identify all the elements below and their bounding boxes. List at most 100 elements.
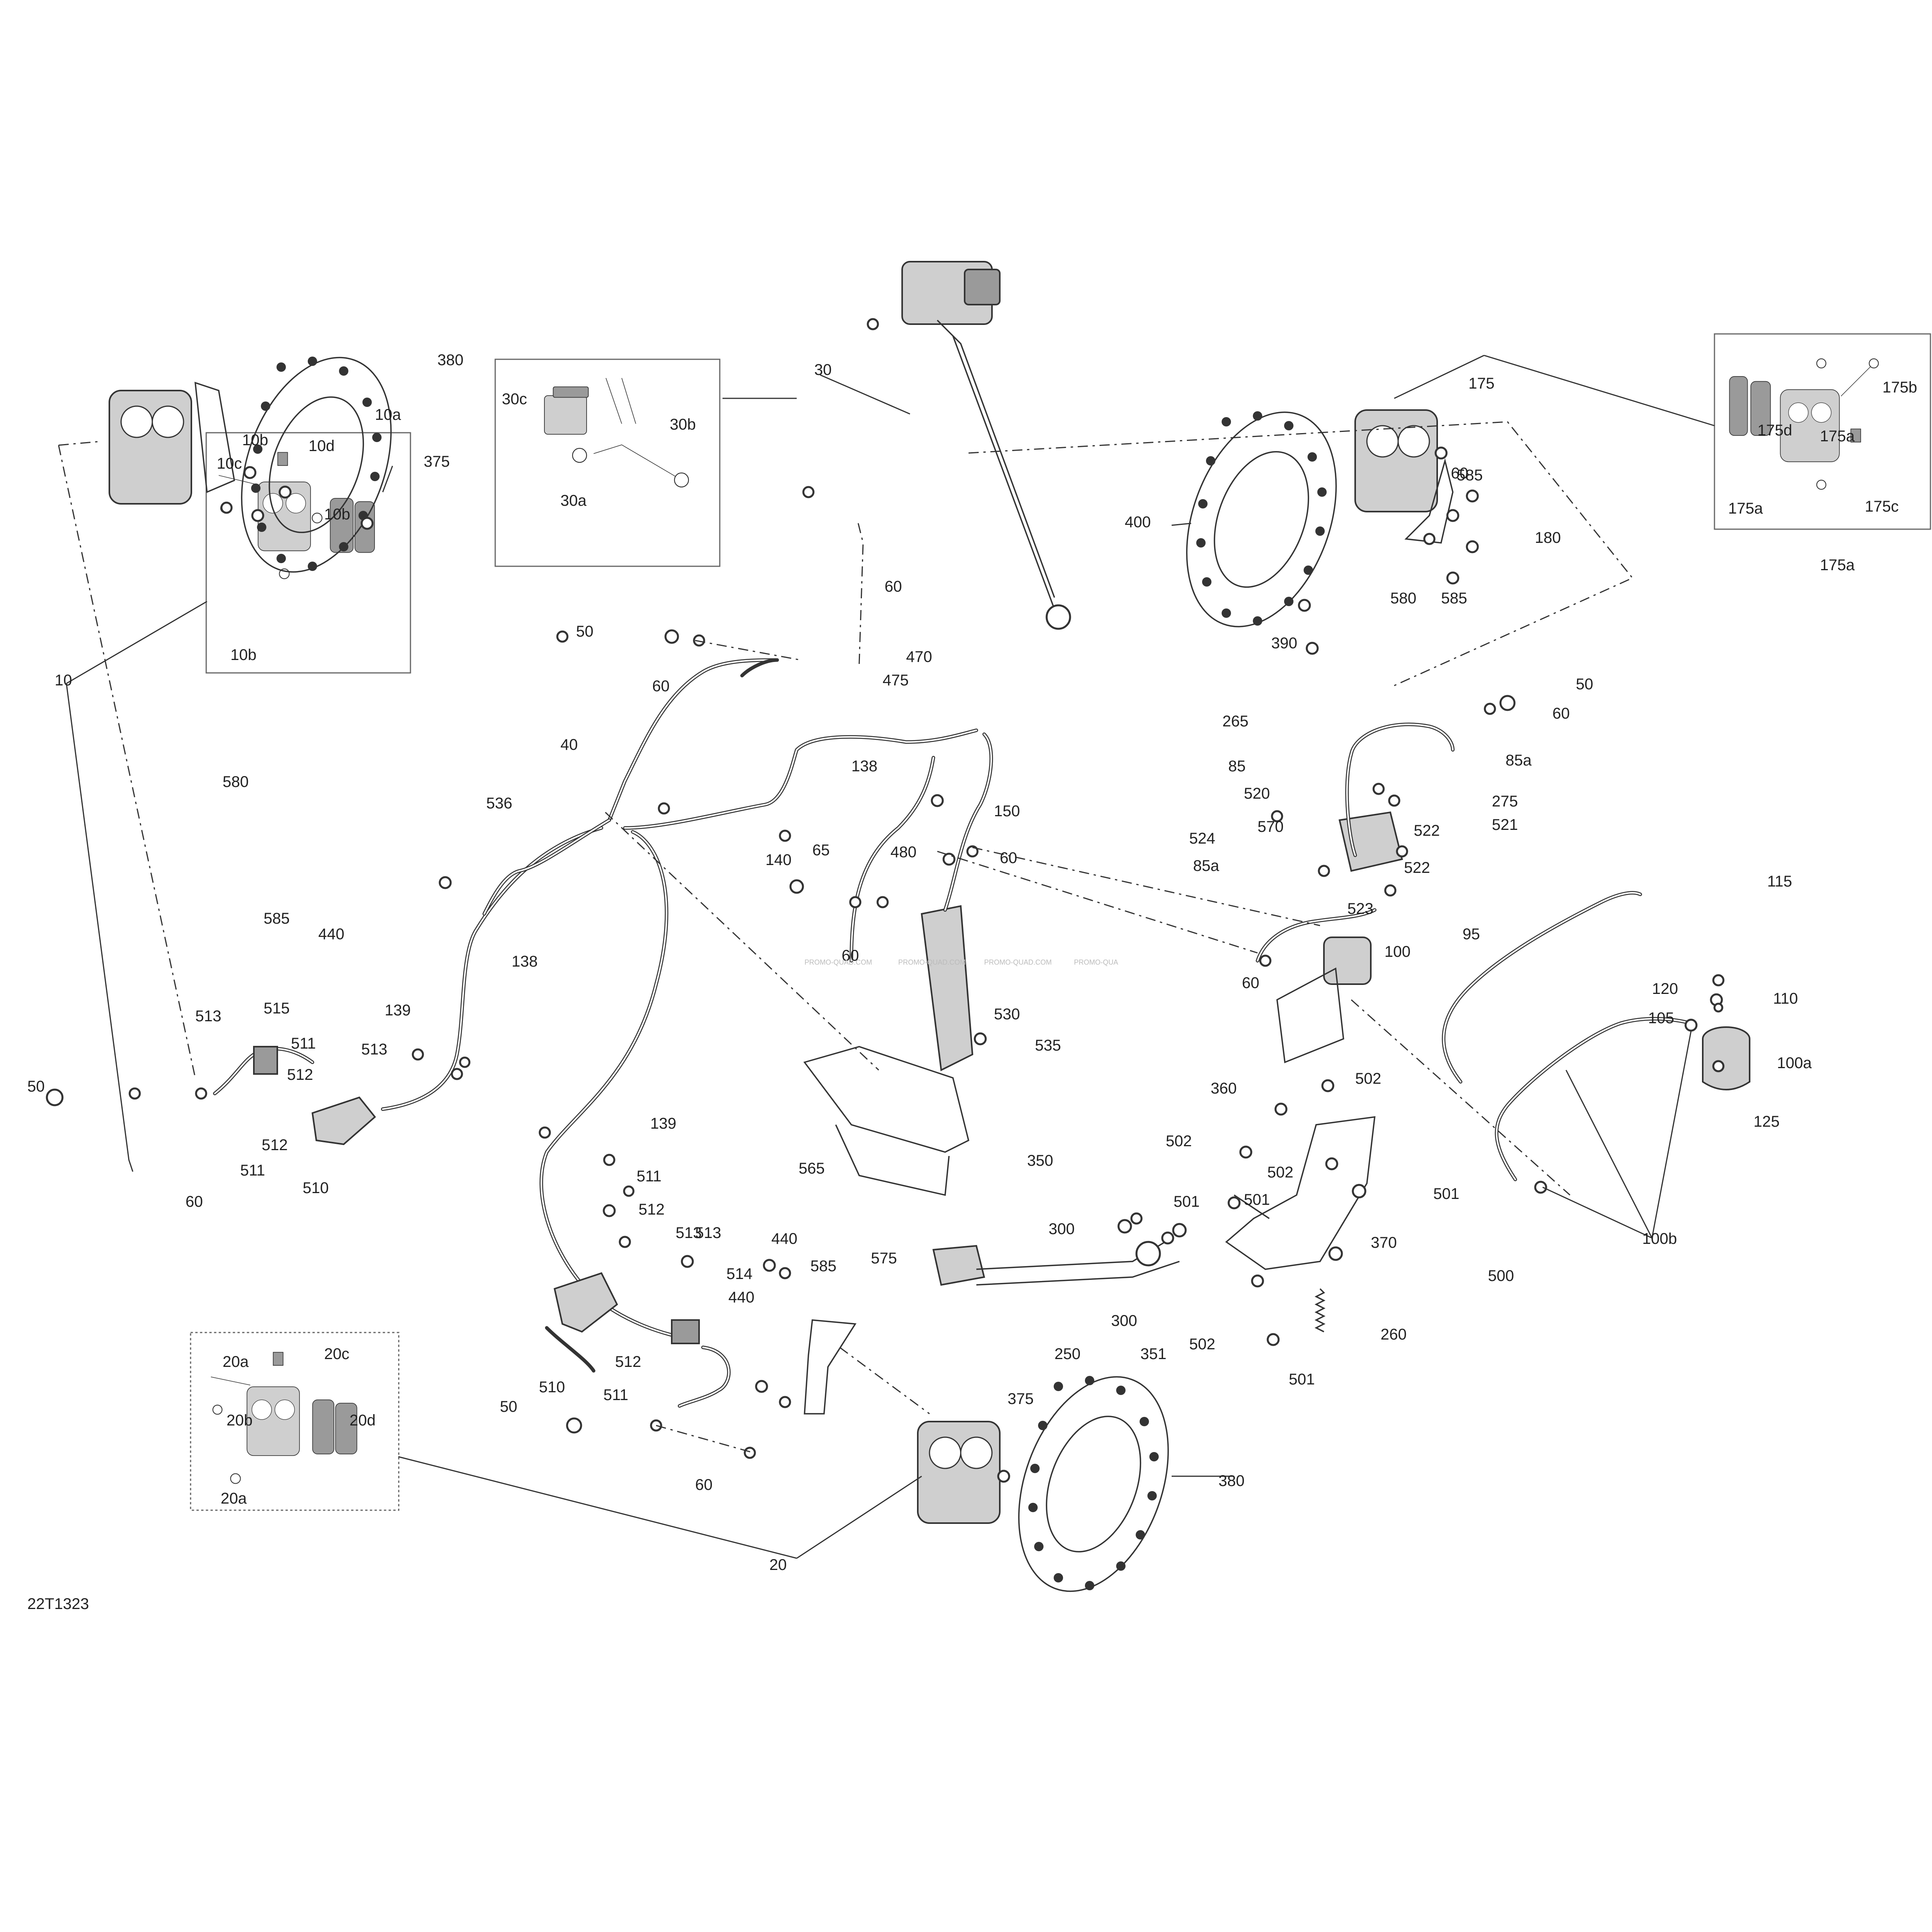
label-150: 150 [994, 803, 1020, 820]
watermark-text: PROMO-QUAD.COM [898, 958, 966, 966]
label-350: 350 [1027, 1152, 1053, 1169]
label-60: 60 [1242, 974, 1259, 992]
label-10b: 10b [230, 646, 257, 664]
wheel-speed-sensors [253, 1046, 700, 1344]
label-50: 50 [500, 1398, 517, 1415]
label-175b: 175b [1882, 379, 1917, 396]
pedal-support [1225, 1116, 1376, 1270]
label-501: 501 [1433, 1185, 1459, 1202]
label-512: 512 [639, 1201, 665, 1218]
label-501: 501 [1289, 1371, 1315, 1388]
label-512: 512 [262, 1136, 288, 1154]
abs-module [803, 905, 974, 1196]
label-511: 511 [637, 1168, 662, 1185]
label-475: 475 [883, 672, 909, 689]
return-spring [1315, 1288, 1325, 1333]
label-60: 60 [1451, 465, 1468, 482]
label-120: 120 [1652, 980, 1678, 997]
label-524: 524 [1189, 830, 1215, 847]
label-370: 370 [1371, 1234, 1397, 1251]
label-60: 60 [1000, 849, 1017, 867]
label-139: 139 [385, 1002, 411, 1019]
front-right-caliper [1354, 409, 1454, 544]
label-351: 351 [1140, 1345, 1167, 1363]
label-513: 513 [195, 1008, 221, 1025]
label-175a: 175a [1820, 428, 1855, 445]
label-139: 139 [650, 1115, 676, 1132]
reservoir-hoses [1441, 891, 1693, 1181]
label-522: 522 [1414, 822, 1440, 839]
leader-lines [66, 355, 1715, 1559]
label-511: 511 [603, 1386, 628, 1404]
label-100b: 100b [1642, 1230, 1677, 1247]
label-585: 585 [264, 910, 290, 927]
label-390: 390 [1271, 635, 1297, 652]
label-522: 522 [1404, 859, 1430, 876]
label-20b: 20b [227, 1412, 253, 1429]
label-502: 502 [1166, 1133, 1192, 1150]
label-20a: 20a [223, 1353, 249, 1370]
label-400: 400 [1125, 514, 1151, 531]
label-175a: 175a [1728, 500, 1763, 517]
label-502: 502 [1355, 1070, 1381, 1087]
label-260: 260 [1381, 1326, 1407, 1343]
label-60: 60 [885, 578, 902, 595]
label-50: 50 [27, 1078, 45, 1095]
label-10a: 10a [375, 406, 401, 423]
label-514: 514 [726, 1265, 753, 1283]
label-265: 265 [1222, 713, 1249, 730]
label-360: 360 [1211, 1080, 1237, 1097]
label-513: 513 [361, 1041, 387, 1058]
label-510: 510 [539, 1379, 565, 1396]
label-20: 20 [769, 1556, 787, 1573]
label-585: 585 [1441, 590, 1467, 607]
label-440: 440 [771, 1230, 797, 1247]
drawing-code: 22T1323 [27, 1595, 89, 1613]
label-20c: 20c [324, 1345, 350, 1363]
label-115: 115 [1767, 873, 1792, 890]
label-85: 85 [1228, 758, 1246, 775]
brake-pedal [932, 1237, 1180, 1286]
label-502: 502 [1189, 1336, 1215, 1353]
label-20d: 20d [350, 1412, 376, 1429]
label-65: 65 [812, 842, 830, 859]
label-175d: 175d [1757, 422, 1792, 439]
label-100a: 100a [1777, 1054, 1812, 1072]
label-60: 60 [186, 1193, 203, 1210]
watermark-text: PROMO-QUA [1074, 958, 1118, 966]
label-513: 513 [676, 1224, 702, 1242]
label-585: 585 [1457, 467, 1483, 484]
label-275: 275 [1492, 793, 1518, 810]
inset-front-right-caliper [1714, 333, 1931, 530]
label-380: 380 [1218, 1472, 1245, 1490]
label-585: 585 [810, 1258, 837, 1275]
watermark: PROMO-QUAD.COM PROMO-QUAD.COM PROMO-QUAD… [805, 958, 1118, 966]
label-513: 513 [695, 1224, 721, 1242]
label-30c: 30c [502, 391, 527, 408]
label-110: 110 [1773, 990, 1798, 1007]
watermark-text: PROMO-QUAD.COM [805, 958, 872, 966]
fluid-reservoir [1702, 1026, 1750, 1090]
label-523: 523 [1347, 900, 1374, 917]
label-10b: 10b [242, 432, 268, 449]
rear-brake-disc [1018, 1376, 1169, 1592]
watermark-text: PROMO-QUAD.COM [984, 958, 1052, 966]
front-left-caliper [109, 382, 235, 505]
label-501: 501 [1244, 1191, 1270, 1208]
label-512: 512 [287, 1066, 313, 1083]
label-50: 50 [576, 623, 594, 640]
label-50: 50 [1576, 676, 1593, 693]
label-85a: 85a [1193, 857, 1219, 874]
label-380: 380 [437, 351, 464, 369]
label-501: 501 [1174, 1193, 1200, 1210]
label-20a: 20a [221, 1490, 247, 1507]
label-10b: 10b [324, 506, 350, 523]
label-480: 480 [890, 844, 917, 861]
label-565: 565 [799, 1160, 825, 1177]
label-40: 40 [560, 736, 578, 753]
label-511: 511 [291, 1035, 316, 1052]
label-535: 535 [1035, 1037, 1061, 1054]
label-100: 100 [1384, 943, 1411, 960]
label-125: 125 [1754, 1113, 1780, 1130]
label-470: 470 [906, 648, 932, 665]
